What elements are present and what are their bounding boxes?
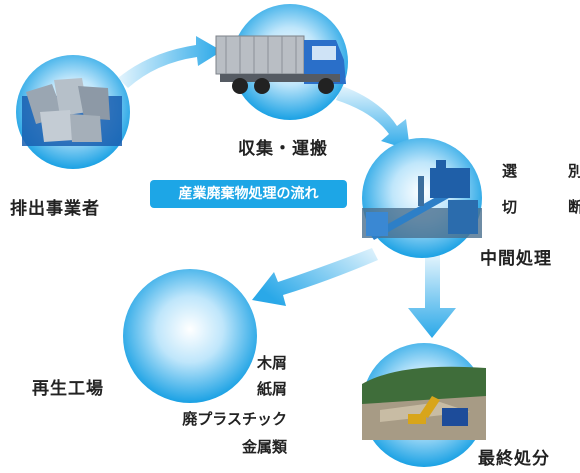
truck-icon xyxy=(215,35,346,94)
arrow-collection-to-intermediate xyxy=(336,86,410,150)
process-sorting: 選 別 xyxy=(502,162,580,180)
material-item: 金属類 xyxy=(241,438,287,456)
diagram-title: 産業廃棄物処理の流れ xyxy=(150,180,347,208)
arrow-intermediate-to-recycling xyxy=(252,248,378,306)
collection-label: 収集・運搬 xyxy=(238,139,328,159)
processing-plant-icon xyxy=(362,160,482,240)
recycling-label: 再生工場 xyxy=(32,379,104,399)
landfill-icon xyxy=(362,366,486,440)
arrow-intermediate-to-final xyxy=(408,255,456,338)
material-item: 木屑 xyxy=(256,354,287,372)
intermediate-label: 中間処理 xyxy=(480,249,552,269)
material-item: 紙屑 xyxy=(256,380,287,398)
arrow-discharger-to-collection xyxy=(118,36,222,88)
material-item: 廃プラスチック xyxy=(182,410,287,428)
process-cutting: 切 断 xyxy=(502,198,580,216)
recycled-materials-list: 木屑 紙屑 廃プラスチック 金属類 xyxy=(140,352,287,462)
recycling-circle xyxy=(123,269,257,403)
discharger-label: 排出事業者 xyxy=(10,199,100,219)
final-label: 最終処分 xyxy=(478,449,550,469)
waste-bags-icon xyxy=(22,78,122,146)
